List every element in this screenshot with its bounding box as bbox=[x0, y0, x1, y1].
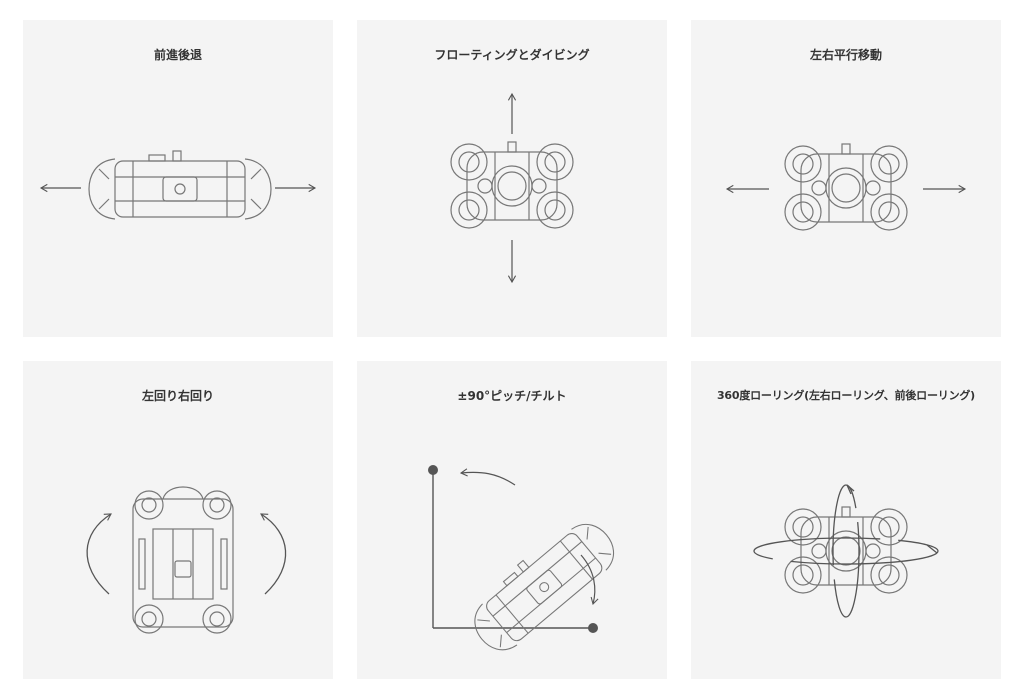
card-floating-diving: フローティングとダイビング bbox=[357, 20, 667, 337]
drone-side-view-icon bbox=[88, 150, 272, 220]
drone-tilted-view-icon bbox=[459, 508, 625, 661]
card-turn-left-right: 左回り右回り bbox=[23, 361, 333, 679]
card-title: 360度ローリング(左右ローリング、前後ローリング) bbox=[716, 389, 976, 402]
axis-end-dot-icon bbox=[428, 465, 438, 475]
forward-backward-illustration bbox=[39, 150, 317, 220]
drone-front-view-icon bbox=[132, 486, 234, 634]
card-title: 左右平行移動 bbox=[809, 48, 882, 62]
card-title: ±90°ピッチ/チルト bbox=[457, 389, 567, 403]
card-lateral-movement: 左右平行移動 bbox=[691, 20, 1001, 337]
card-pitch-tilt: ±90°ピッチ/チルト bbox=[357, 361, 667, 679]
pitch-arrow-icon bbox=[459, 468, 516, 486]
roll-arrow-icon bbox=[926, 544, 938, 554]
lateral-movement-illustration bbox=[725, 143, 967, 231]
axis-end-dot-icon bbox=[588, 623, 598, 633]
pitch-tilt-illustration bbox=[428, 465, 625, 661]
turn-left-right-illustration bbox=[86, 486, 287, 634]
rotate-right-arrow-icon bbox=[260, 513, 287, 595]
card-360-rolling: 360度ローリング(左右ローリング、前後ローリング) bbox=[691, 361, 1001, 679]
roll-arrow-icon bbox=[846, 484, 855, 495]
card-title: 前進後退 bbox=[153, 48, 202, 62]
floating-diving-illustration bbox=[450, 92, 574, 284]
rotate-left-arrow-icon bbox=[86, 513, 112, 595]
card-title: 左回り右回り bbox=[141, 389, 214, 403]
drone-top-view-icon bbox=[784, 143, 908, 231]
card-forward-backward: 前進後退 bbox=[23, 20, 333, 337]
tilt-arrow-icon bbox=[580, 554, 599, 606]
rolling-illustration bbox=[753, 484, 939, 618]
drone-top-view-icon bbox=[450, 141, 574, 229]
card-title: フローティングとダイビング bbox=[434, 48, 590, 62]
drone-top-view-icon bbox=[784, 506, 908, 594]
roll-horizontal-ring-icon bbox=[753, 537, 939, 565]
roll-vertical-ring-icon bbox=[832, 484, 860, 618]
